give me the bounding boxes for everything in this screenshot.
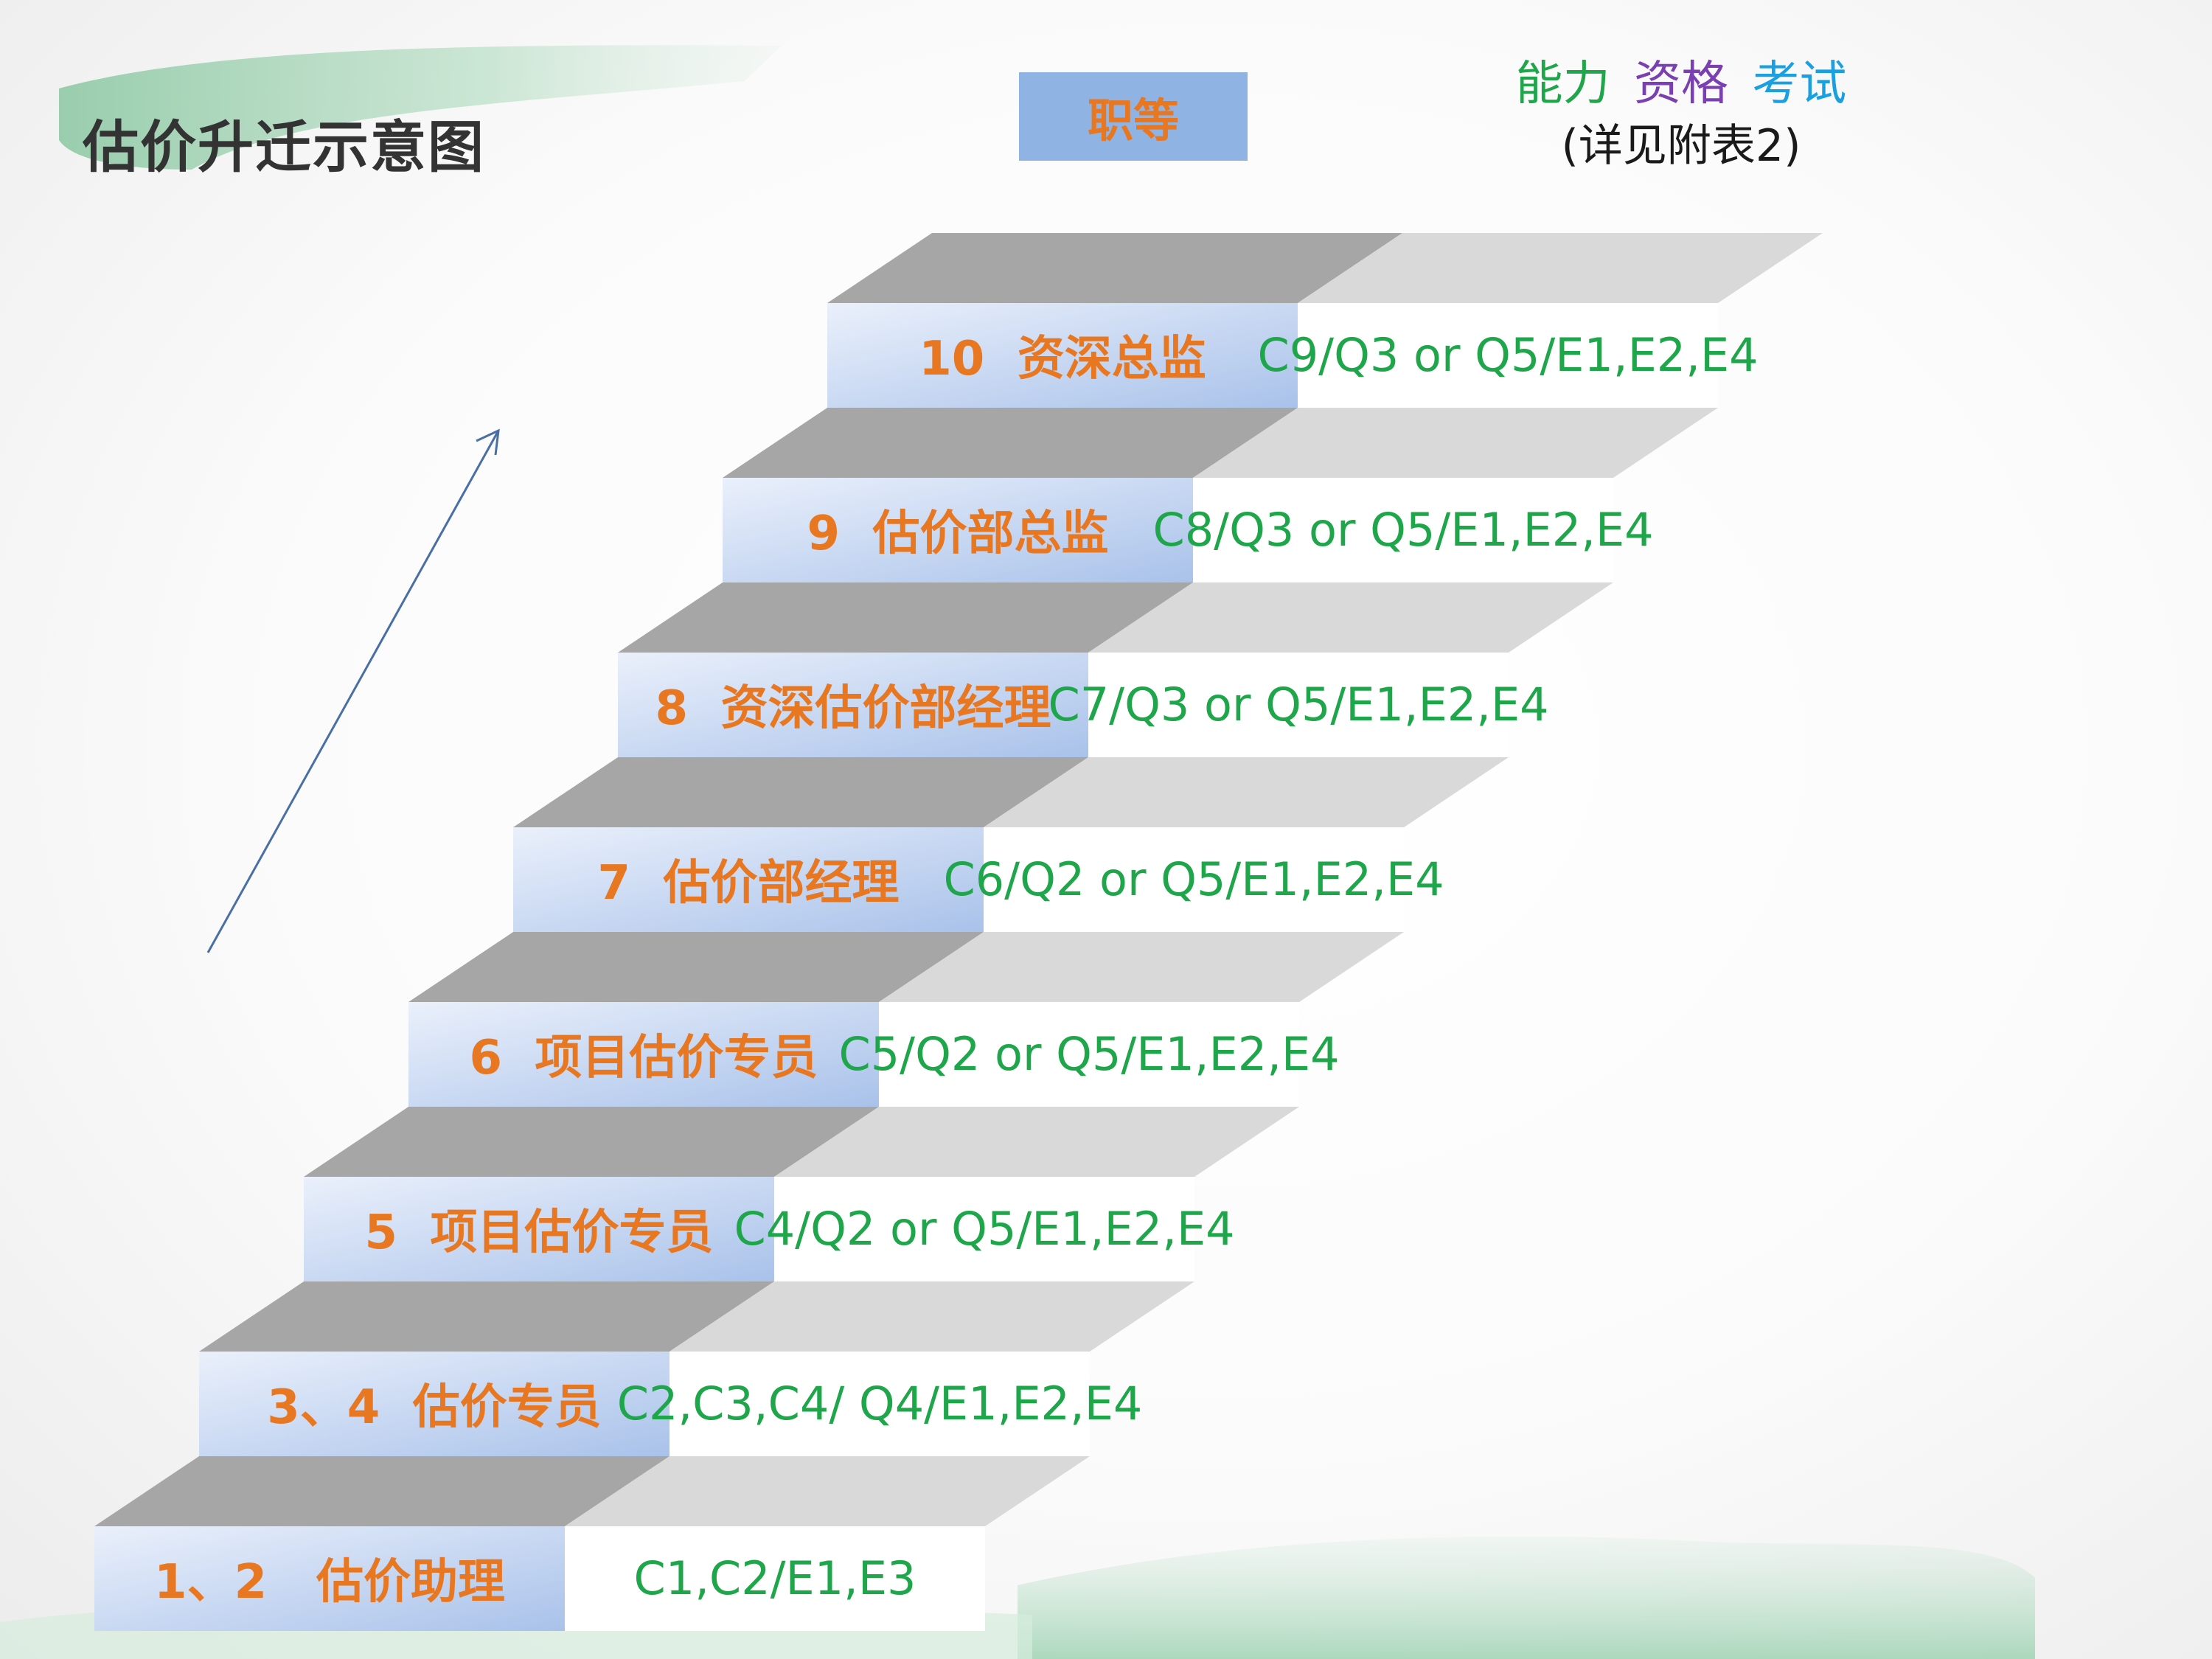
brush-stroke-top	[59, 45, 782, 170]
legend: 能力 资格 考试 (详见附表2)	[1475, 53, 1888, 177]
step-requirement-bar	[1088, 653, 1509, 757]
step-tread-dark	[199, 1281, 774, 1352]
grade-header-box: 职等	[1019, 72, 1248, 161]
legend-note: (详见附表2)	[1561, 120, 1801, 172]
step-tread-light	[984, 757, 1509, 827]
step-riser	[199, 1352, 669, 1456]
step-label: 6 项目估价专员	[469, 1031, 818, 1085]
step-riser	[94, 1526, 565, 1631]
step-tread-dark	[304, 1107, 879, 1177]
step-tread-light	[1298, 233, 1823, 303]
step-label: 9 估价部总监	[807, 507, 1109, 561]
step-label: 10 资深总监	[919, 332, 1206, 386]
step-tread-light	[565, 1456, 1090, 1526]
step-requirement-bar	[565, 1526, 985, 1631]
step-label: 7 估价部经理	[597, 856, 900, 911]
step-riser	[827, 303, 1298, 408]
step-riser	[304, 1177, 774, 1281]
step-tread-dark	[723, 408, 1298, 478]
progression-arrow	[206, 430, 500, 953]
step-requirement: C7/Q3 or Q5/E1,E2,E4	[1048, 677, 1549, 731]
legend-word-qualification: 资格	[1634, 57, 1728, 111]
step-tread-light	[879, 932, 1404, 1002]
grade-header-label: 职等	[1087, 94, 1179, 147]
step-label: 8 资深估价部经理	[655, 681, 1051, 736]
step-requirement: C4/Q2 or Q5/E1,E2,E4	[734, 1201, 1235, 1256]
step-tread-light	[1193, 408, 1718, 478]
step-requirement-bar	[984, 827, 1404, 932]
step-requirement-bar	[774, 1177, 1194, 1281]
step-requirement-bar	[669, 1352, 1090, 1456]
step-requirement: C2,C3,C4/ Q4/E1,E2,E4	[616, 1376, 1143, 1430]
step-requirement: C5/Q2 or Q5/E1,E2,E4	[838, 1026, 1340, 1081]
step-tread-dark	[513, 757, 1088, 827]
step-riser	[618, 653, 1088, 757]
watercolor-bottom	[1018, 1536, 2035, 1659]
step-requirement: C1,C2/E1,E3	[633, 1551, 917, 1605]
step-label: 3、4 估价专员	[267, 1380, 602, 1435]
step-riser	[408, 1002, 879, 1107]
step-label: 1、2 估价助理	[154, 1555, 505, 1610]
step-requirement: C6/Q2 or Q5/E1,E2,E4	[943, 852, 1444, 906]
legend-word-ability: 能力	[1515, 57, 1610, 111]
step-label: 5 项目估价专员	[364, 1206, 714, 1260]
step-riser	[513, 827, 984, 932]
page-title: 估价升迁示意图	[83, 114, 485, 180]
step-requirement: C9/Q3 or Q5/E1,E2,E4	[1257, 327, 1759, 382]
step-tread-light	[669, 1281, 1194, 1352]
step-tread-dark	[408, 932, 984, 1002]
step-riser	[723, 478, 1193, 582]
step-requirement-bar	[1193, 478, 1613, 582]
step-tread-dark	[94, 1456, 669, 1526]
step-tread-light	[1088, 582, 1613, 653]
step-requirement: C8/Q3 or Q5/E1,E2,E4	[1152, 502, 1654, 557]
step-requirement-bar	[1298, 303, 1718, 408]
progression-arrow-head	[476, 428, 500, 456]
legend-words: 能力 资格 考试	[1475, 53, 1888, 115]
step-tread-dark	[618, 582, 1193, 653]
step-tread-dark	[827, 233, 1402, 303]
step-requirement-bar	[879, 1002, 1299, 1107]
step-tread-light	[774, 1107, 1299, 1177]
legend-word-exam: 考试	[1752, 57, 1847, 111]
